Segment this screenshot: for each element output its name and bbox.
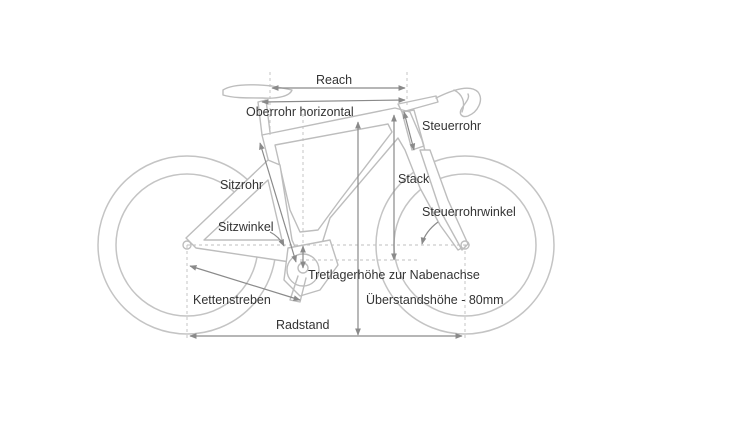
label-reach: Reach: [316, 73, 352, 87]
labels: Reach Oberrohr horizontal Steuerrohr Sit…: [193, 73, 516, 332]
fork: [419, 149, 469, 251]
label-stack: Stack: [398, 172, 430, 186]
label-top-tube: Oberrohr horizontal: [246, 105, 354, 119]
measurement-arrows: [189, 85, 463, 339]
label-bb-drop: Tretlagerhöhe zur Nabenachse: [308, 268, 480, 282]
handlebar: [435, 87, 482, 118]
label-head-tube: Steuerrohr: [422, 119, 481, 133]
label-standover: Überstandshöhe - 80mm: [366, 293, 504, 307]
label-seat-tube: Sitzrohr: [220, 178, 263, 192]
seat-angle-arc: [269, 231, 285, 247]
stem: [397, 95, 439, 113]
top-tube-arrow: [261, 97, 406, 105]
seat-tube-arrow: [259, 142, 297, 263]
head-angle-arc: [420, 221, 439, 245]
saddle: [222, 84, 293, 99]
label-wheelbase: Radstand: [276, 318, 330, 332]
head-tube-arrow: [402, 111, 416, 151]
label-chainstays: Kettenstreben: [193, 293, 271, 307]
chainstay-arrow: [189, 265, 301, 301]
label-seat-angle: Sitzwinkel: [218, 220, 274, 234]
label-head-angle: Steuerrohrwinkel: [422, 205, 516, 219]
